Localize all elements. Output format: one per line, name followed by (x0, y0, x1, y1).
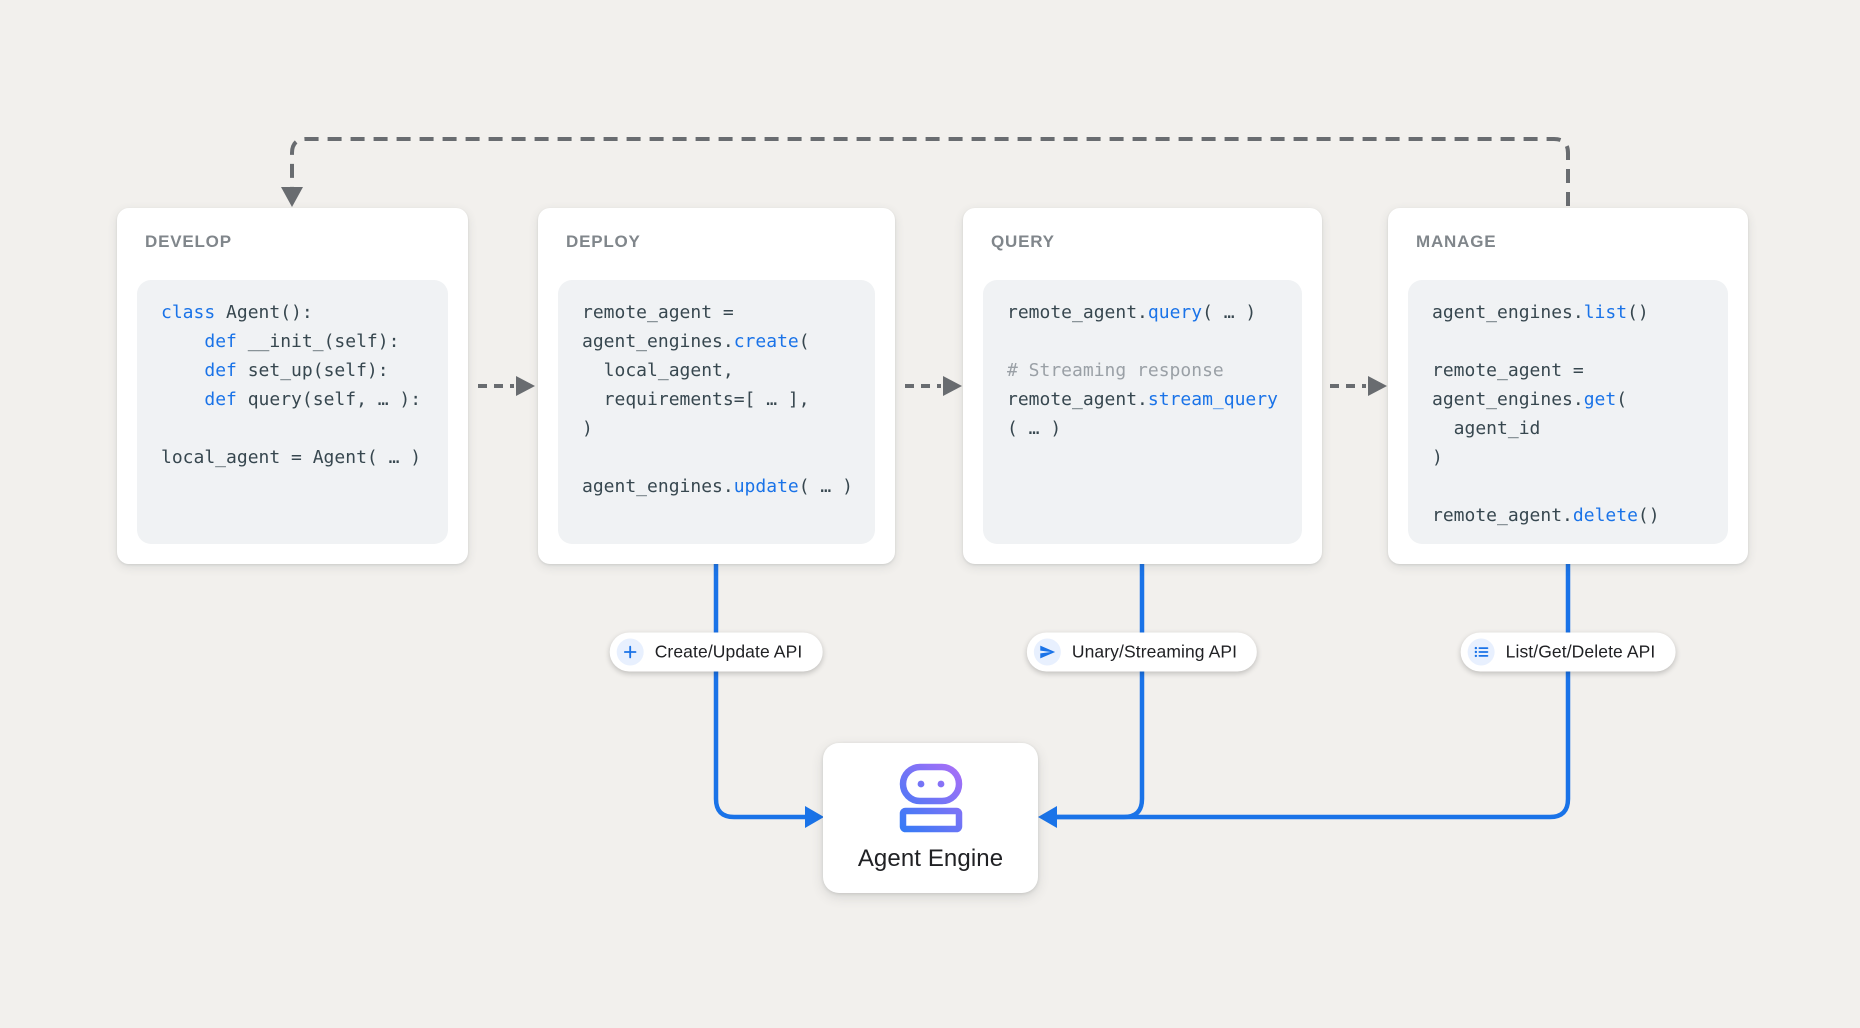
code-line: remote_agent = (1432, 360, 1584, 381)
code-line: remote_agent.delete() (1432, 505, 1660, 526)
stage-title: MANAGE (1416, 232, 1497, 251)
code-line (1007, 327, 1278, 356)
api-pill-label: List/Get/Delete API (1505, 641, 1656, 662)
api-pill-label: Create/Update API (654, 641, 803, 662)
stage-title: QUERY (991, 232, 1055, 251)
code-line (1432, 327, 1704, 356)
code-line: local_agent = Agent( … ) (161, 447, 422, 468)
code-snippet: agent_engines.list() remote_agent = agent… (1408, 280, 1728, 544)
deploy-to-query-arrowhead (943, 376, 962, 396)
api-pill-unary-streaming-api: Unary/Streaming API (1026, 632, 1258, 672)
api-pill-list-get-delete-api: List/Get/Delete API (1460, 632, 1676, 672)
stage-card-deploy: DEPLOY remote_agent = agent_engines.creat… (538, 208, 895, 564)
code-line: def set_up(self): (204, 360, 389, 381)
stage-card-develop: DEVELOP class Agent(): def __init_(self)… (117, 208, 468, 564)
code-line (582, 443, 851, 472)
loop-arrowhead (281, 187, 303, 207)
query-to-manage-arrowhead (1368, 376, 1387, 396)
api-pill-create-update-api: Create/Update API (609, 632, 823, 672)
code-snippet: remote_agent.query( … ) # Streaming resp… (983, 280, 1302, 544)
code-line: # Streaming response (1007, 360, 1224, 381)
stage-card-query: QUERY remote_agent.query( … ) # Streamin… (963, 208, 1322, 564)
agent-engine-label: Agent Engine (857, 845, 1004, 872)
query-to-engine-arrowhead (1038, 806, 1057, 828)
code-line: ) (582, 418, 593, 439)
deploy-to-engine-arrowhead (805, 806, 824, 828)
code-line: remote_agent = (582, 302, 734, 323)
code-line (161, 414, 424, 443)
code-line: ) (1432, 447, 1443, 468)
deploy-to-engine-line (713, 564, 806, 820)
code-line: class Agent(): (161, 302, 313, 323)
code-line: agent_engines.list() (1432, 302, 1649, 323)
plus-icon (616, 638, 644, 666)
code-line: agent_engines.create( (582, 331, 810, 352)
query-to-engine-line (1057, 564, 1145, 820)
code-line: remote_agent.query( … ) (1007, 302, 1257, 323)
api-pill-label: Unary/Streaming API (1071, 641, 1238, 662)
code-snippet: remote_agent = agent_engines.create( loca… (558, 280, 875, 544)
code-line: local_agent, (582, 360, 734, 381)
code-line: agent_engines.update( … ) (582, 476, 853, 497)
code-line: def query(self, … ): (204, 389, 422, 410)
manage-to-develop-dashed-loop (290, 137, 1570, 206)
code-snippet: class Agent(): def __init_(self): def se… (137, 280, 448, 544)
code-line: agent_id (1432, 418, 1541, 439)
send-icon (1033, 638, 1061, 666)
code-line: remote_agent.stream_query (1007, 389, 1278, 410)
develop-to-deploy-arrowhead (516, 376, 535, 396)
code-line: agent_engines.get( (1432, 389, 1628, 410)
agent-engine-node: Agent Engine (823, 743, 1038, 893)
code-line: ( … ) (1007, 418, 1062, 439)
stage-title: DEVELOP (145, 232, 232, 251)
code-line (1432, 472, 1704, 501)
robot-icon (899, 763, 962, 833)
code-line: def __init_(self): (204, 331, 400, 352)
list-icon (1467, 638, 1495, 666)
stage-card-manage: MANAGE agent_engines.list() remote_agent… (1388, 208, 1748, 564)
stage-title: DEPLOY (566, 232, 641, 251)
code-line: requirements=[ … ], (582, 389, 810, 410)
manage-to-engine-line (1057, 564, 1571, 820)
